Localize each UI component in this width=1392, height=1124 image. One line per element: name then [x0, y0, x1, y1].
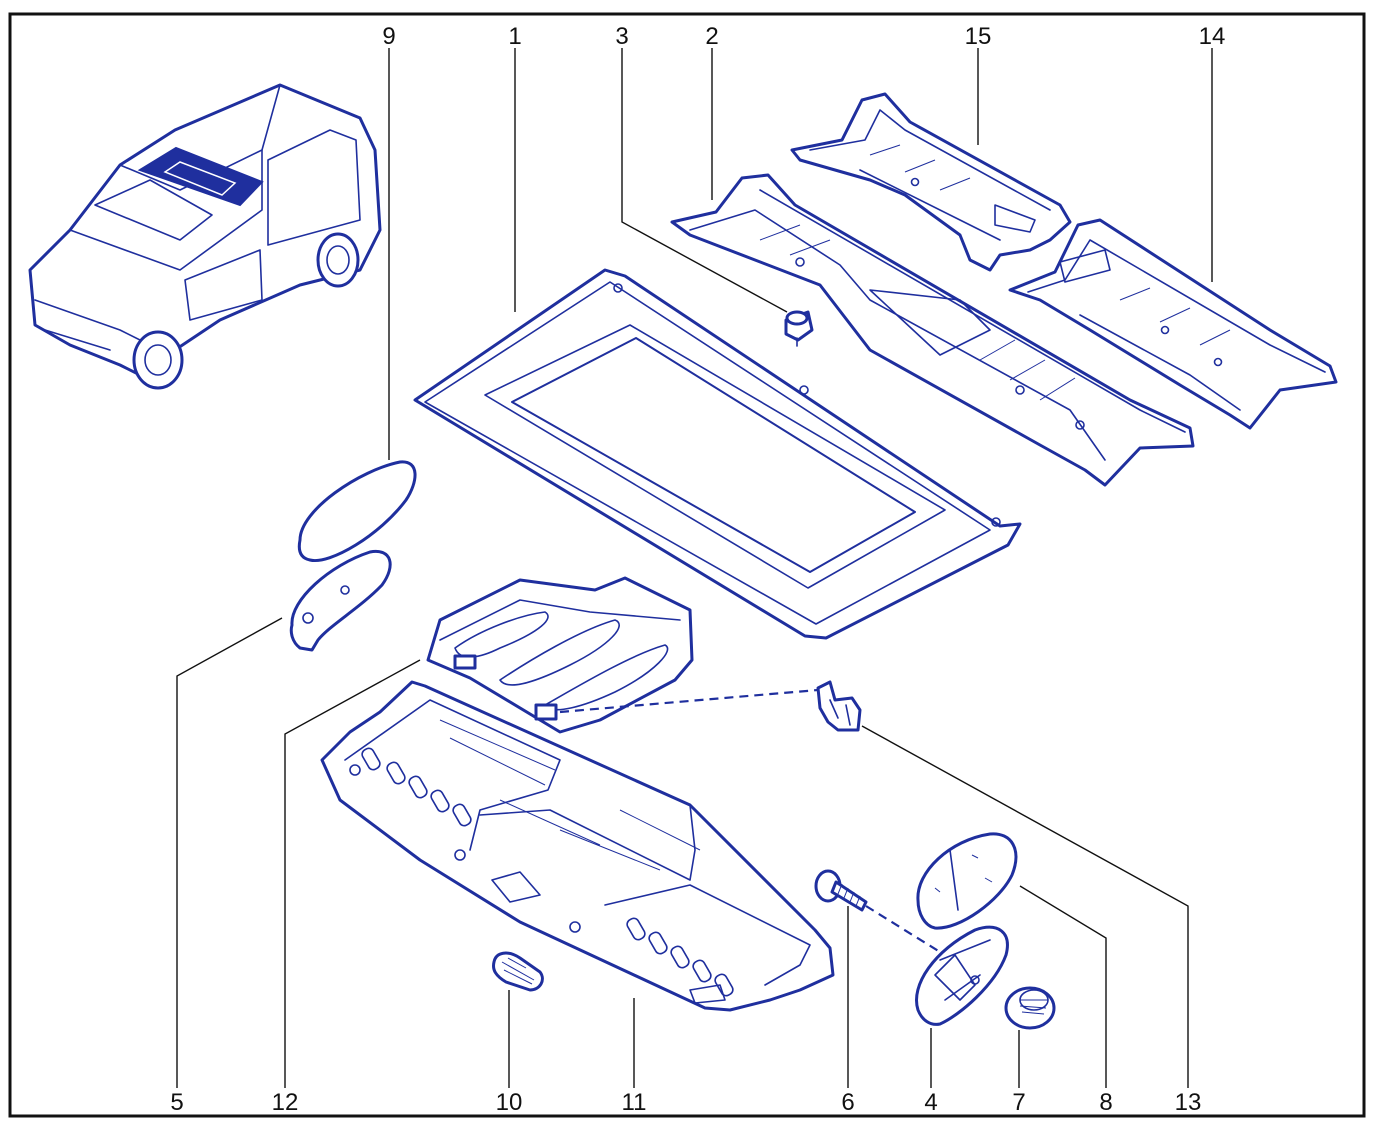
- callout-9: 9: [382, 23, 395, 50]
- part-7-grommet: [1004, 986, 1056, 1030]
- part-15-trim: [790, 92, 1072, 272]
- part-1-headliner: [413, 268, 1022, 640]
- callout-12: 12: [272, 1089, 299, 1116]
- callout-11: 11: [622, 1089, 647, 1116]
- part-13-bracket: [816, 680, 862, 732]
- part-11-shelf: [320, 680, 835, 1012]
- callout-10: 10: [496, 1089, 523, 1116]
- part-12-tray: [426, 576, 694, 734]
- part-2-trim: [670, 173, 1195, 487]
- part-8-cover: [916, 832, 1018, 930]
- part-14-trim: [1008, 218, 1338, 430]
- callout-3: 3: [615, 23, 628, 50]
- part-4-bracket: [915, 925, 1009, 1026]
- vehicle-thumbnail: [28, 83, 382, 390]
- callout-1: 1: [508, 23, 521, 50]
- part-10-grille: [492, 951, 544, 992]
- callout-4: 4: [924, 1089, 937, 1116]
- part-6-screw: [814, 869, 868, 912]
- assembly-line-12-13: [559, 688, 819, 714]
- callout-labels: 9 1 3 2 15 14 5 12 10 11 6 4 7 8 13: [170, 23, 1225, 1116]
- callout-8: 8: [1099, 1089, 1112, 1116]
- leader-lines: [176, 48, 1213, 1088]
- vehicle-roof-highlight: [137, 146, 264, 207]
- shelf-slots-right: [626, 917, 734, 997]
- callout-7: 7: [1012, 1089, 1025, 1116]
- callout-2: 2: [705, 23, 718, 50]
- part-3-clip: [784, 310, 814, 347]
- part-5-handle: [289, 549, 392, 652]
- callout-14: 14: [1199, 23, 1226, 50]
- callout-13: 13: [1175, 1089, 1202, 1116]
- part-9-pad: [297, 460, 417, 563]
- callout-5: 5: [170, 1089, 183, 1116]
- callout-15: 15: [965, 23, 992, 50]
- shelf-slots-left: [361, 747, 472, 827]
- callout-6: 6: [841, 1089, 854, 1116]
- diagram-frame: [8, 12, 1366, 1118]
